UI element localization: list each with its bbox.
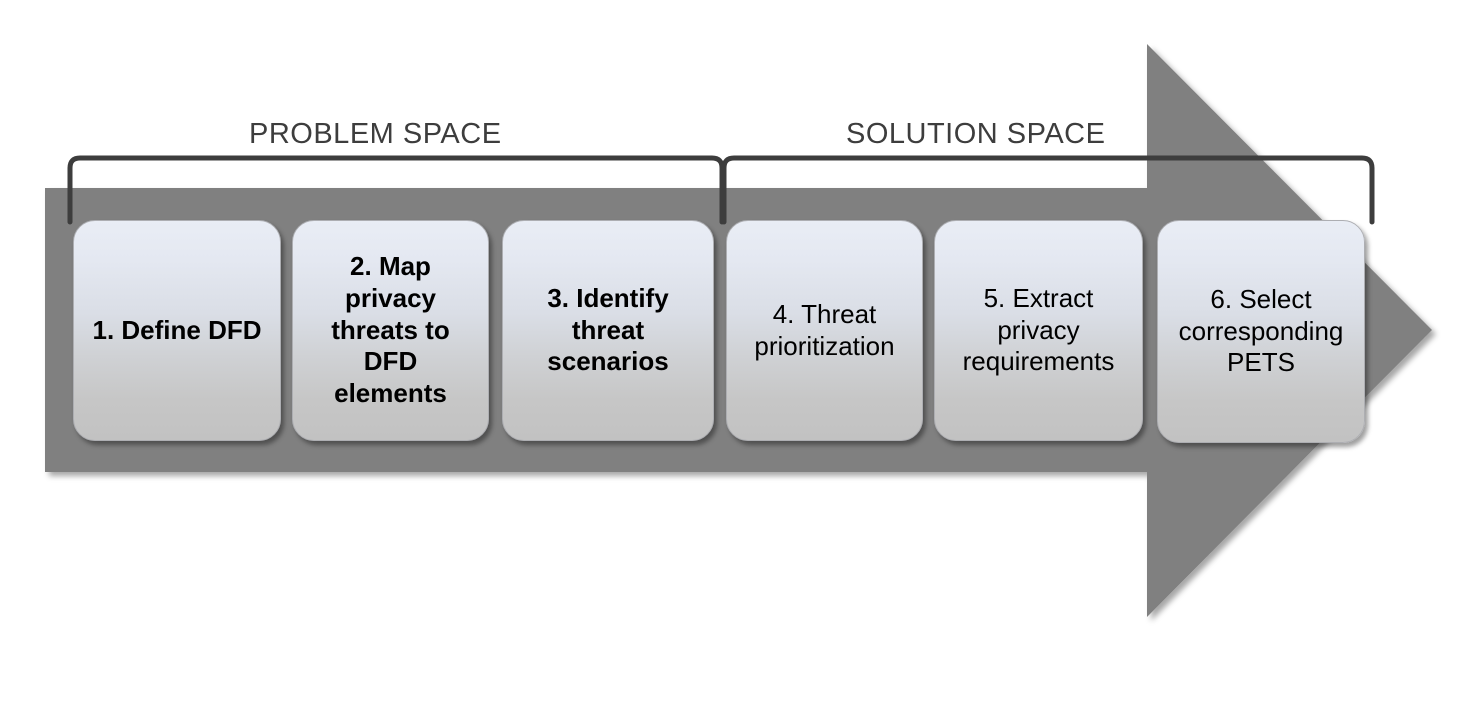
step-box-1-label: 1. Define DFD [92, 314, 262, 345]
step-box-6-label: 6. Select corresponding PETS [1178, 283, 1344, 378]
step-box-3-identify-threat-scenarios[interactable]: 3. Identify threat scenarios [502, 220, 714, 441]
section-label-problem-space: PROBLEM SPACE [249, 118, 502, 150]
step-box-1-define-dfd[interactable]: 1. Define DFD [73, 220, 281, 441]
step-box-2-label: 2. Map privacy threats to DFD elements [331, 251, 450, 409]
brace-solution-space [721, 155, 1375, 225]
step-box-5-extract-privacy-requirements[interactable]: 5. Extract privacy requirements [934, 220, 1143, 441]
step-box-6-select-corresponding-pets[interactable]: 6. Select corresponding PETS [1157, 220, 1365, 443]
step-box-4-threat-prioritization[interactable]: 4. Threat prioritization [726, 220, 923, 441]
section-label-solution-space: SOLUTION SPACE [846, 118, 1106, 150]
step-box-3-label: 3. Identify threat scenarios [547, 282, 669, 377]
step-box-5-label: 5. Extract privacy requirements [962, 282, 1115, 377]
step-box-2-map-privacy-threats[interactable]: 2. Map privacy threats to DFD elements [292, 220, 489, 441]
step-box-4-label: 4. Threat prioritization [754, 298, 895, 361]
brace-problem-space [67, 155, 725, 225]
